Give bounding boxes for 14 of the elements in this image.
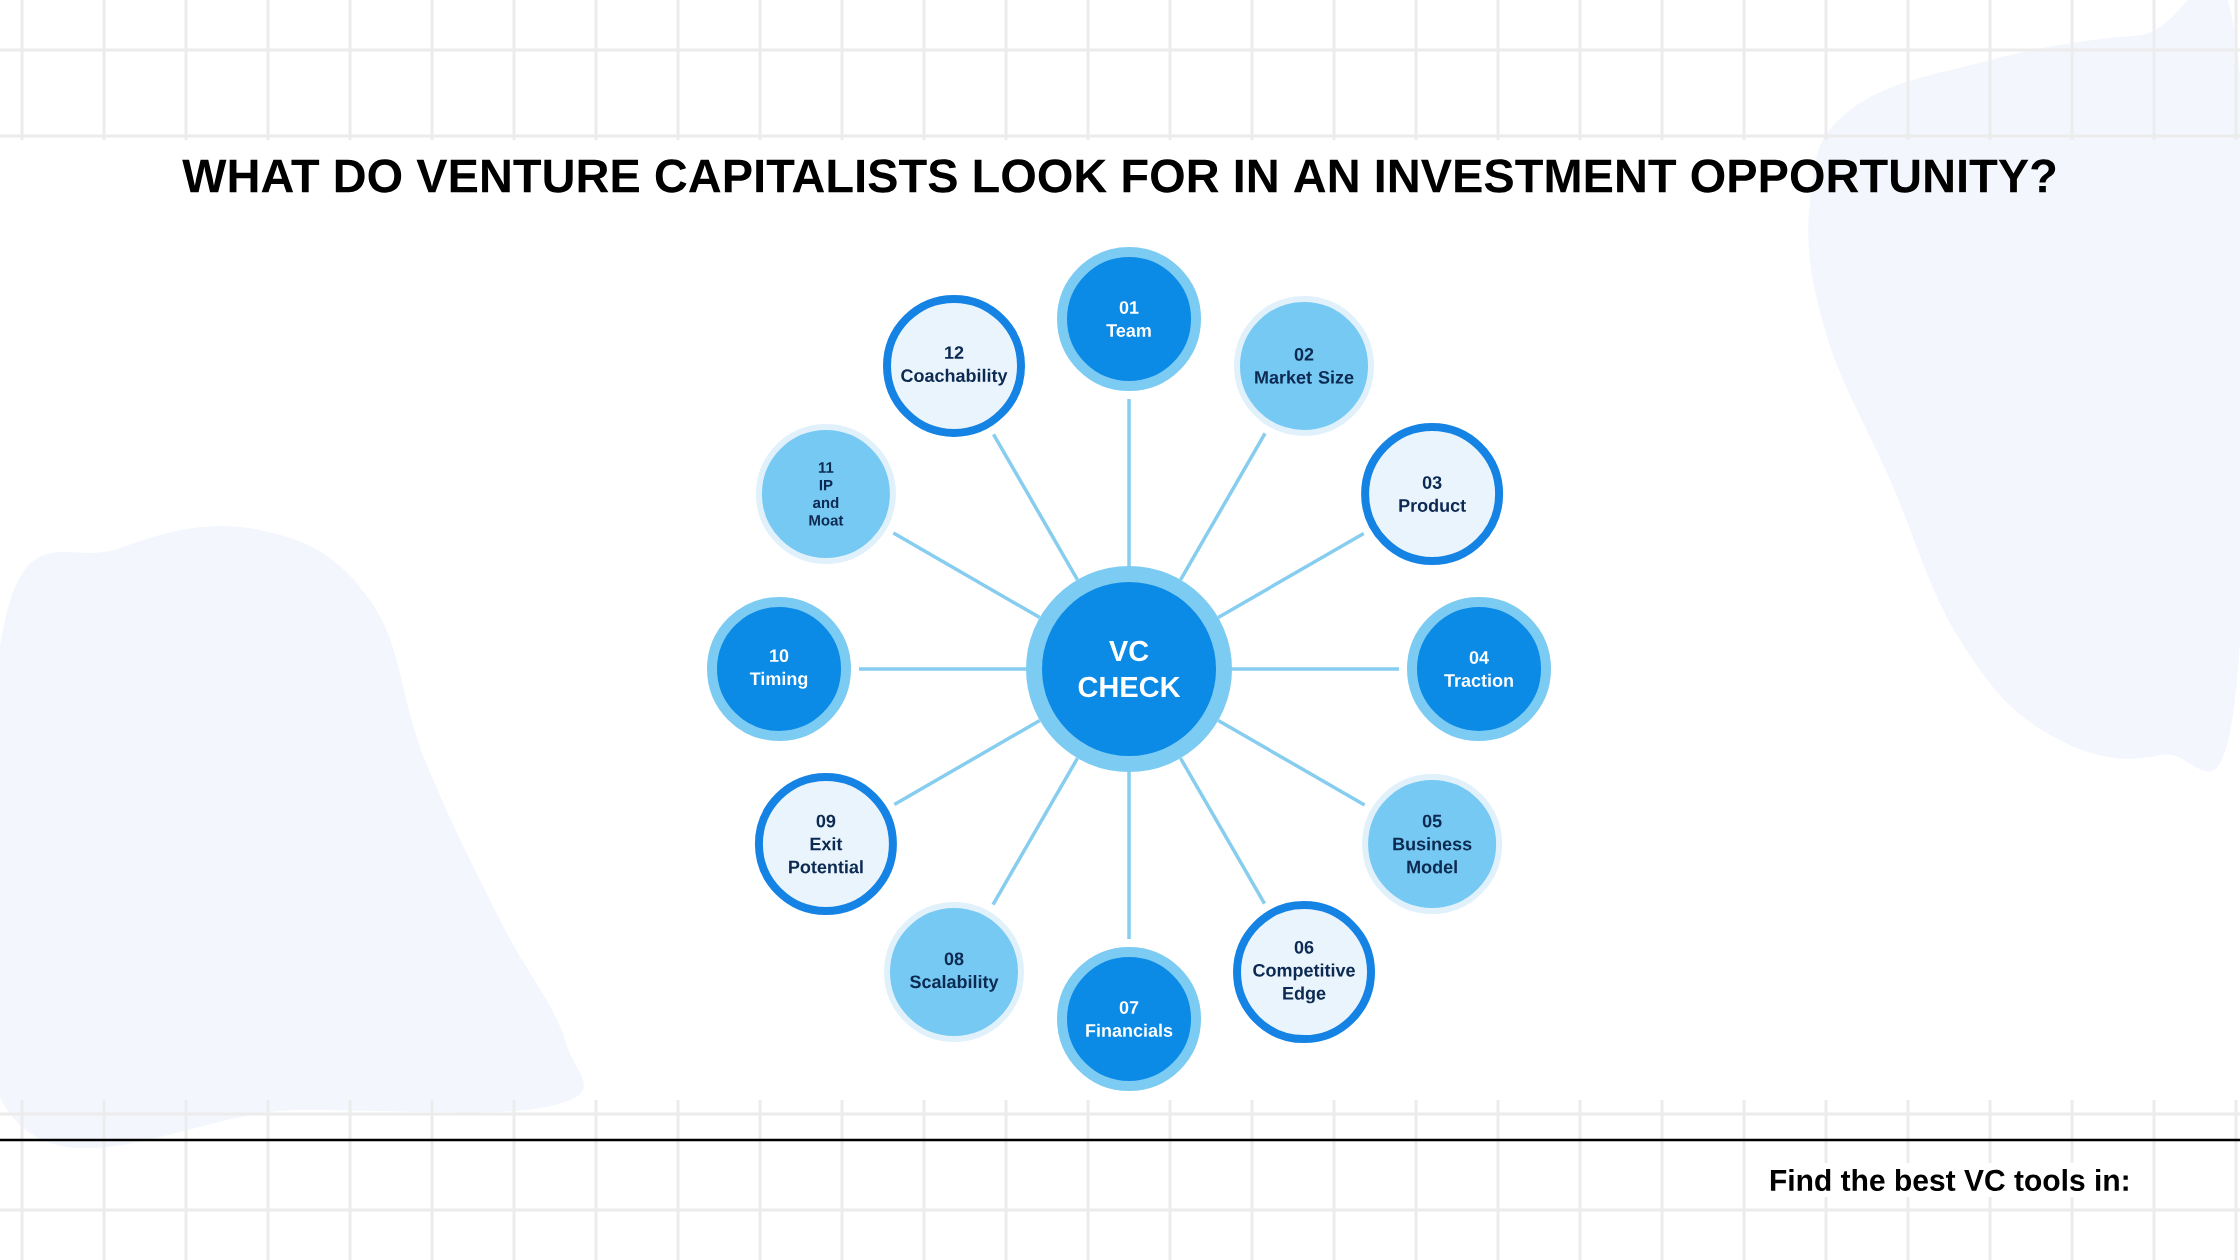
title: WHAT DO VENTURE CAPITALISTS LOOK FOR IN AN INVESTMENT OPPORTUNITY? xyxy=(182,159,2056,193)
connector-line xyxy=(1232,667,1399,671)
connector-line xyxy=(893,719,1041,806)
connector-line xyxy=(1127,772,1131,939)
connector-line xyxy=(991,757,1080,906)
connector-line xyxy=(1217,719,1366,807)
connector-line xyxy=(892,531,1041,619)
connector-line xyxy=(1179,757,1267,905)
connector-line xyxy=(1127,399,1131,566)
connector-line xyxy=(1217,531,1365,619)
connector-line xyxy=(992,433,1080,581)
footer-text: Find the best VC tools in: xyxy=(1762,1163,2137,1197)
connector-line xyxy=(859,667,1026,671)
connector-line xyxy=(1179,432,1267,581)
